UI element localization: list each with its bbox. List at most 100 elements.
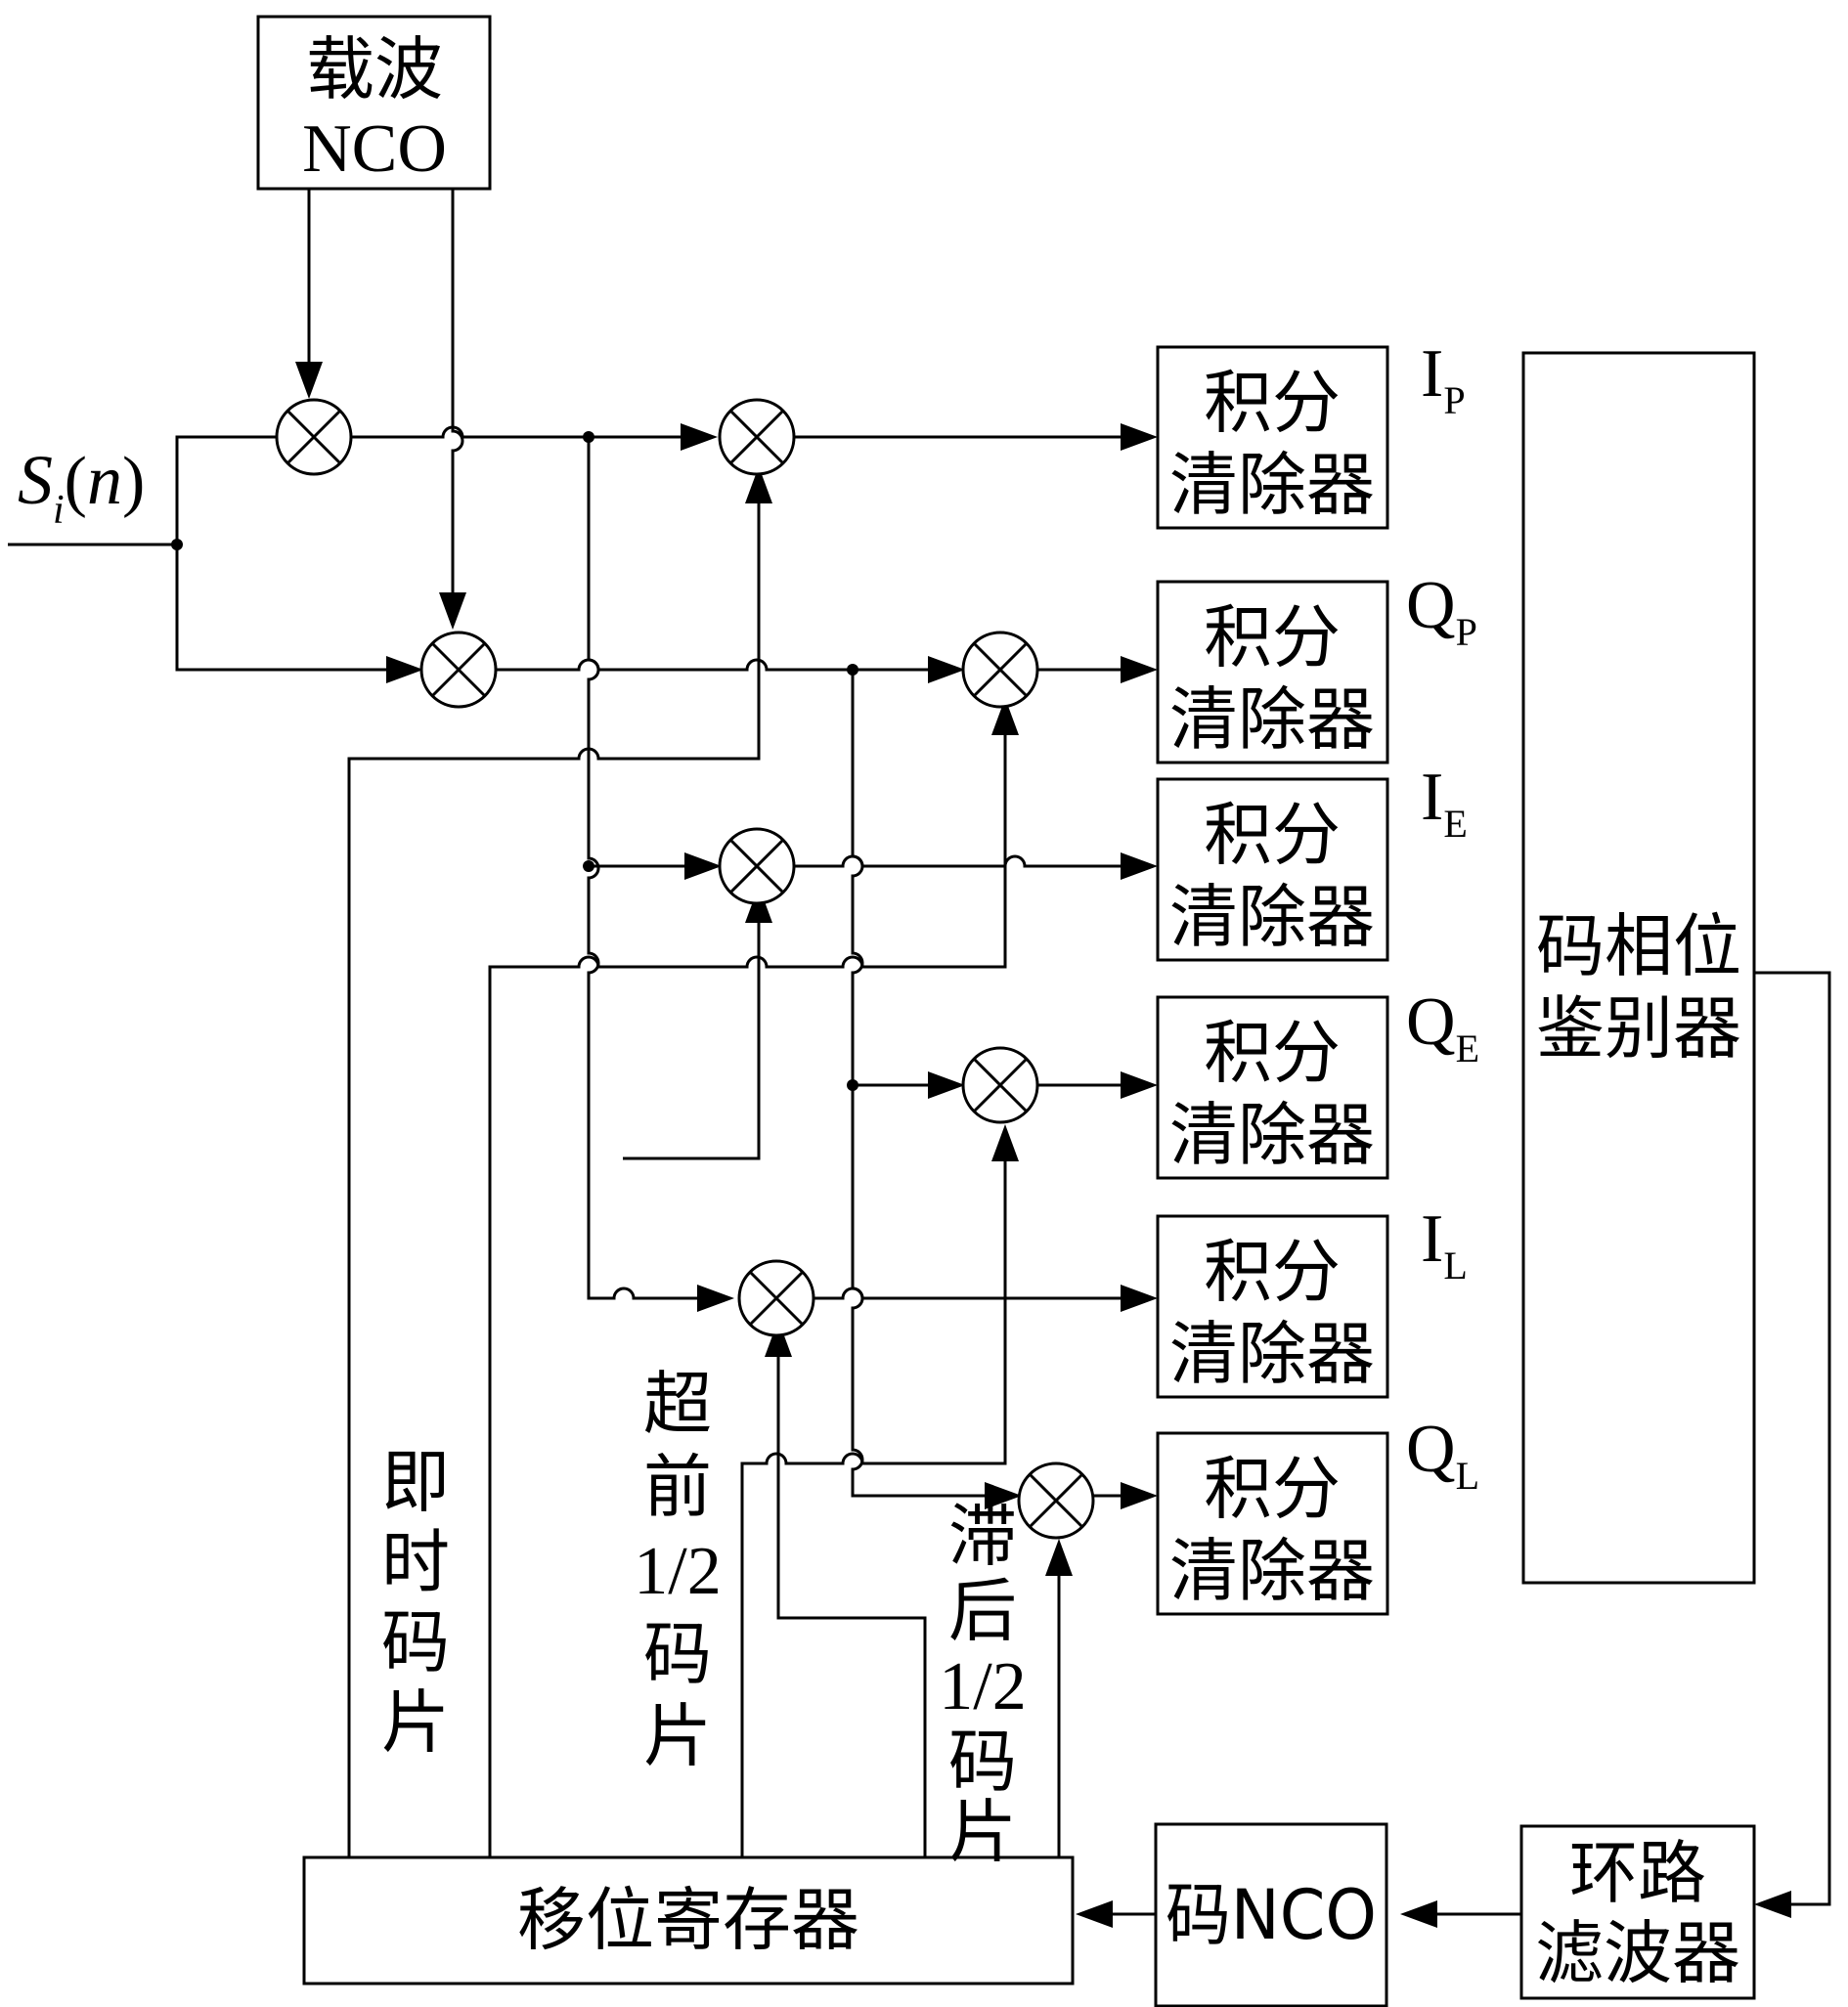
loop-filter-label-line2: 滤波器: [1535, 1913, 1740, 1993]
late-char-1: 滞: [948, 1496, 1017, 1576]
output-label-il: IL: [1421, 1201, 1468, 1287]
arrow-up-mixer-ql: [1045, 1539, 1073, 1576]
output-label-qp: QP: [1406, 568, 1477, 654]
junction-i-bus-ie: [583, 860, 594, 872]
late-code-wire: [740, 1161, 1007, 1857]
input-q-branch-wire: [175, 545, 386, 672]
output-label-ql: QL: [1406, 1412, 1479, 1498]
integrate-dump-ql: 积分 清除器: [1156, 1431, 1389, 1616]
i-bus-top-wire: [351, 425, 681, 439]
mixer-qp: [961, 631, 1039, 709]
junction-dots: [171, 431, 858, 1091]
arrow-down-mixer-q: [439, 592, 466, 630]
signal-wires: [8, 189, 1831, 1916]
integrator-label-1: 积分: [1204, 1232, 1341, 1312]
integrator-label-1: 积分: [1204, 795, 1341, 875]
integrate-dump-il: 积分 清除器: [1156, 1214, 1389, 1399]
shift-register-block: 移位寄存器: [302, 1855, 1075, 1985]
arrow-up-mixer-ip: [745, 466, 772, 503]
integrate-dump-ie: 积分 清除器: [1156, 777, 1389, 962]
arrow-to-loop-filter: [1754, 1891, 1791, 1918]
early-char-4: 码: [643, 1614, 712, 1694]
arrow-to-shift-register: [1076, 1900, 1113, 1928]
input-i-branch-wire: [175, 435, 277, 545]
arrow-right-integrator-qe: [1121, 1071, 1158, 1099]
junction-q-bus-qe: [847, 1079, 858, 1091]
arrow-right-mixer-ie: [684, 852, 722, 880]
code-nco-label: 码NCO: [1166, 1875, 1377, 1955]
early-char-2: 前: [643, 1447, 712, 1527]
code-nco-block: 码NCO: [1154, 1822, 1388, 2007]
carrier-nco-block: 载波 NCO: [256, 15, 492, 191]
late-code-mixer-ie-wire: [776, 1357, 927, 1857]
loop-filter-label-line1: 环路: [1569, 1833, 1706, 1913]
mixer-ip: [718, 398, 796, 476]
integrate-dump-ip: 积分 清除器: [1156, 345, 1389, 530]
arrow-down-mixer-i: [295, 362, 323, 399]
integrate-dump-qe: 积分 清除器: [1156, 995, 1389, 1180]
early-code-wire: [488, 735, 1007, 1857]
integrator-label-1: 积分: [1204, 1013, 1341, 1093]
integrator-label-2: 清除器: [1169, 1531, 1375, 1611]
shift-register-label: 移位寄存器: [517, 1880, 859, 1960]
mixer-i: [275, 398, 353, 476]
discriminator-label-line1: 码相位: [1536, 906, 1741, 986]
junction-input: [171, 539, 183, 550]
early-aux-wire: [623, 923, 761, 1160]
prompt-char-4: 片: [381, 1682, 450, 1763]
integrator-label-1: 积分: [1204, 1449, 1341, 1529]
mixer-q: [419, 631, 498, 709]
i-l-out-wire: [814, 1287, 1121, 1300]
prompt-code-wire: [347, 503, 761, 1857]
junction-q-bus: [847, 664, 858, 676]
integrator-label-2: 清除器: [1169, 679, 1375, 760]
prompt-char-3: 码: [381, 1602, 450, 1682]
integrator-label-1: 积分: [1204, 597, 1341, 677]
arrow-up-mixer-qp: [991, 698, 1019, 735]
mixer-ie: [718, 827, 796, 905]
prompt-code-label: 即 时 码 片: [381, 1442, 450, 1763]
carrier-nco-label-line1: 载波: [306, 29, 443, 109]
code-phase-discriminator-block: 码相位 鉴别器: [1521, 351, 1756, 1585]
arrow-right-integrator-ip: [1121, 423, 1158, 451]
mixer-il: [737, 1259, 815, 1337]
discriminator-out-wire: [1754, 971, 1831, 1906]
mixer-qe: [961, 1046, 1039, 1124]
prompt-char-1: 即: [381, 1442, 450, 1522]
arrow-right-mixer-qp: [928, 656, 965, 683]
arrow-right-mixer-qe: [928, 1071, 965, 1099]
output-label-qe: QE: [1406, 984, 1479, 1070]
integrator-label-2: 清除器: [1169, 445, 1375, 525]
integrator-label-2: 清除器: [1169, 1314, 1375, 1394]
arrow-right-integrator-qp: [1121, 656, 1158, 683]
discriminator-label-line2: 鉴别器: [1536, 988, 1741, 1069]
arrowheads: [295, 362, 1791, 1928]
late-char-2: 后: [948, 1571, 1017, 1651]
loop-filter-block: 环路 滤波器: [1519, 1824, 1756, 2000]
integrate-dump-qp: 积分 清除器: [1156, 580, 1389, 764]
nco-to-mixer-q-wire: [451, 189, 464, 592]
i-e-out-wire: [794, 854, 1121, 868]
early-code-label: 超 前 1/2 码 片: [634, 1364, 721, 1776]
early-char-1: 超: [643, 1364, 712, 1444]
mixers: [275, 398, 1095, 1540]
arrow-right-integrator-ql: [1121, 1482, 1158, 1509]
early-char-3: 1/2: [634, 1534, 721, 1609]
late-char-5: 片: [948, 1792, 1017, 1872]
arrow-up-mixer-il: [765, 1320, 792, 1357]
early-char-5: 片: [643, 1696, 712, 1776]
late-char-3: 1/2: [939, 1649, 1026, 1724]
late-code-label: 滞 后 1/2 码 片: [939, 1496, 1026, 1872]
arrow-to-code-nco: [1400, 1900, 1437, 1928]
junction-i-bus: [583, 431, 594, 443]
carrier-nco-label-line2: NCO: [302, 111, 447, 187]
correlator-output-labels: IP QP IE QE IL QL: [1406, 336, 1479, 1498]
arrow-right-mixer-q: [386, 656, 423, 683]
i-bus-vertical-wire: [587, 437, 697, 1300]
arrow-right-mixer-ql: [985, 1482, 1022, 1509]
q-bus-top-wire: [496, 658, 928, 672]
output-label-ie: IE: [1421, 760, 1468, 846]
integrator-label-1: 积分: [1204, 363, 1341, 443]
mixer-ql: [1017, 1462, 1095, 1540]
integrator-label-2: 清除器: [1169, 1095, 1375, 1175]
